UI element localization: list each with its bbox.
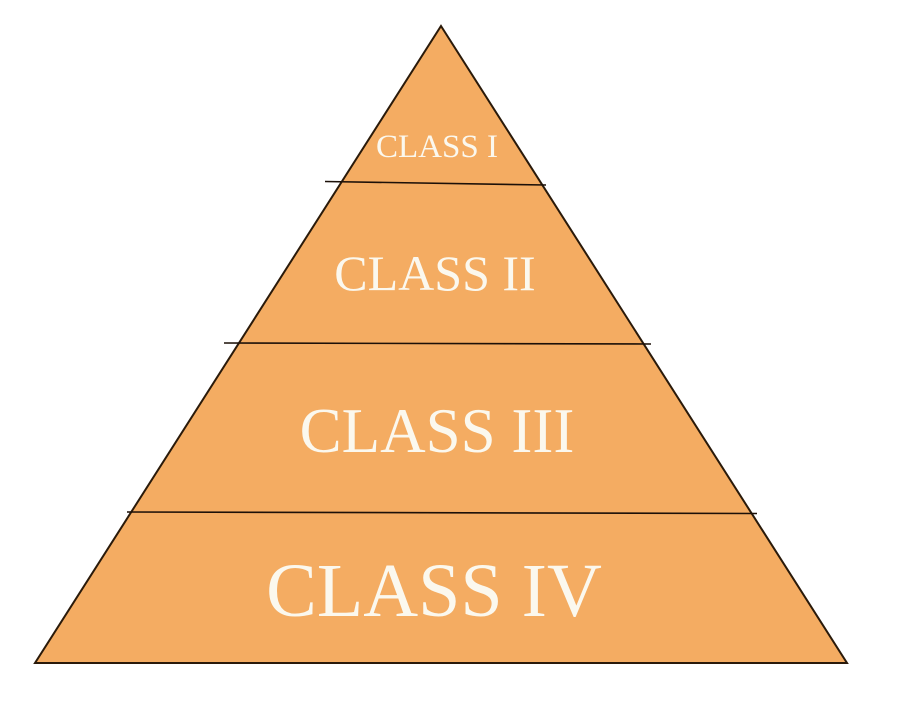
divider-line-2 — [223, 342, 652, 345]
level-3-label: CLASS III — [300, 396, 575, 466]
level-4-label: CLASS IV — [266, 549, 602, 633]
level-2-label: CLASS II — [334, 245, 535, 301]
level-1-label: CLASS I — [376, 129, 498, 165]
divider-line-1 — [324, 180, 547, 186]
divider-line-3 — [126, 511, 758, 515]
